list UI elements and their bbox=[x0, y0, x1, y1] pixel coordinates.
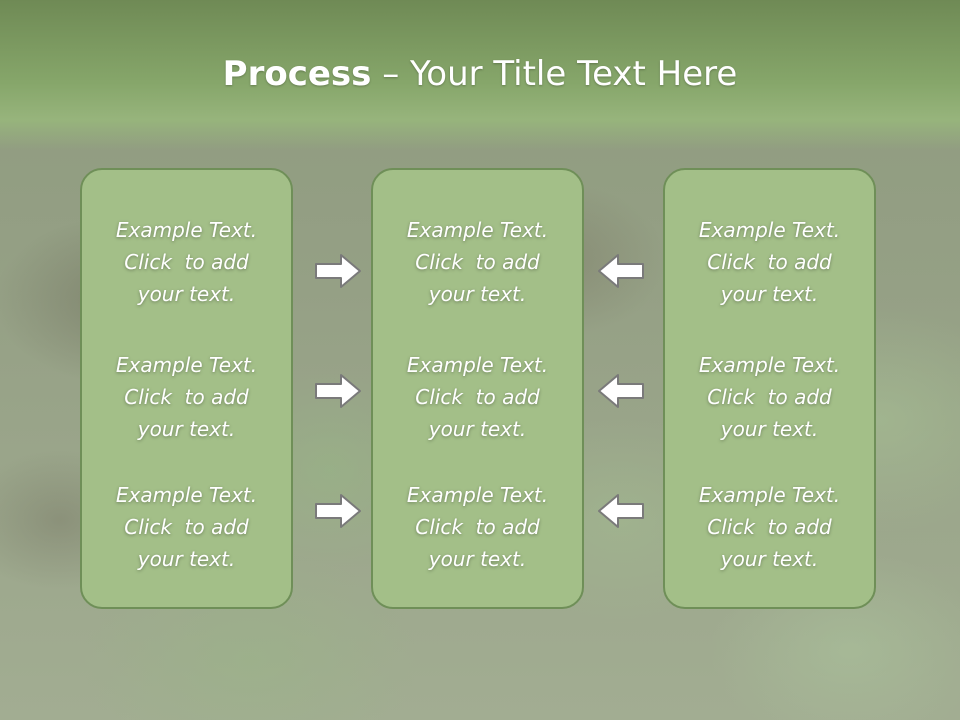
right-arrow-icon bbox=[314, 372, 362, 410]
text-line: Click to add bbox=[415, 385, 540, 409]
text-line: your text. bbox=[720, 547, 819, 571]
title-rest: Your Title Text Here bbox=[410, 54, 738, 94]
text-line: your text. bbox=[720, 417, 819, 441]
text-line: Click to add bbox=[124, 385, 249, 409]
text-line: Click to add bbox=[707, 385, 832, 409]
text-placeholder[interactable]: Example Text. Click to add your text. bbox=[373, 479, 582, 575]
text-line: Example Text. bbox=[406, 218, 549, 242]
text-placeholder[interactable]: Example Text. Click to add your text. bbox=[373, 349, 582, 445]
text-line: your text. bbox=[428, 547, 527, 571]
text-line: Example Text. bbox=[115, 353, 258, 377]
left-arrow-icon bbox=[597, 492, 645, 530]
text-placeholder[interactable]: Example Text. Click to add your text. bbox=[665, 214, 874, 310]
text-line: Click to add bbox=[124, 250, 249, 274]
title-band bbox=[0, 0, 960, 150]
title-separator: – bbox=[371, 54, 411, 94]
process-box-right[interactable]: Example Text. Click to add your text. Ex… bbox=[663, 168, 876, 609]
text-line: Click to add bbox=[415, 515, 540, 539]
text-line: your text. bbox=[137, 417, 236, 441]
text-placeholder[interactable]: Example Text. Click to add your text. bbox=[373, 214, 582, 310]
text-line: your text. bbox=[428, 417, 527, 441]
left-arrow-icon bbox=[597, 372, 645, 410]
text-placeholder[interactable]: Example Text. Click to add your text. bbox=[665, 479, 874, 575]
process-box-center[interactable]: Example Text. Click to add your text. Ex… bbox=[371, 168, 584, 609]
text-line: Example Text. bbox=[698, 483, 841, 507]
text-line: Example Text. bbox=[406, 353, 549, 377]
text-line: your text. bbox=[137, 547, 236, 571]
text-line: Example Text. bbox=[115, 218, 258, 242]
text-line: Example Text. bbox=[115, 483, 258, 507]
text-placeholder[interactable]: Example Text. Click to add your text. bbox=[82, 479, 291, 575]
text-line: your text. bbox=[137, 282, 236, 306]
text-line: Click to add bbox=[124, 515, 249, 539]
text-line: Click to add bbox=[707, 250, 832, 274]
slide-title[interactable]: Process – Your Title Text Here bbox=[0, 50, 960, 98]
text-line: Example Text. bbox=[698, 218, 841, 242]
right-arrow-icon bbox=[314, 492, 362, 530]
text-placeholder[interactable]: Example Text. Click to add your text. bbox=[82, 349, 291, 445]
text-line: Click to add bbox=[707, 515, 832, 539]
right-arrow-icon bbox=[314, 252, 362, 290]
text-line: Example Text. bbox=[406, 483, 549, 507]
text-line: Example Text. bbox=[698, 353, 841, 377]
left-arrow-icon bbox=[597, 252, 645, 290]
text-placeholder[interactable]: Example Text. Click to add your text. bbox=[665, 349, 874, 445]
process-box-left[interactable]: Example Text. Click to add your text. Ex… bbox=[80, 168, 293, 609]
title-bold: Process bbox=[222, 54, 372, 94]
text-line: your text. bbox=[428, 282, 527, 306]
text-line: your text. bbox=[720, 282, 819, 306]
text-placeholder[interactable]: Example Text. Click to add your text. bbox=[82, 214, 291, 310]
text-line: Click to add bbox=[415, 250, 540, 274]
